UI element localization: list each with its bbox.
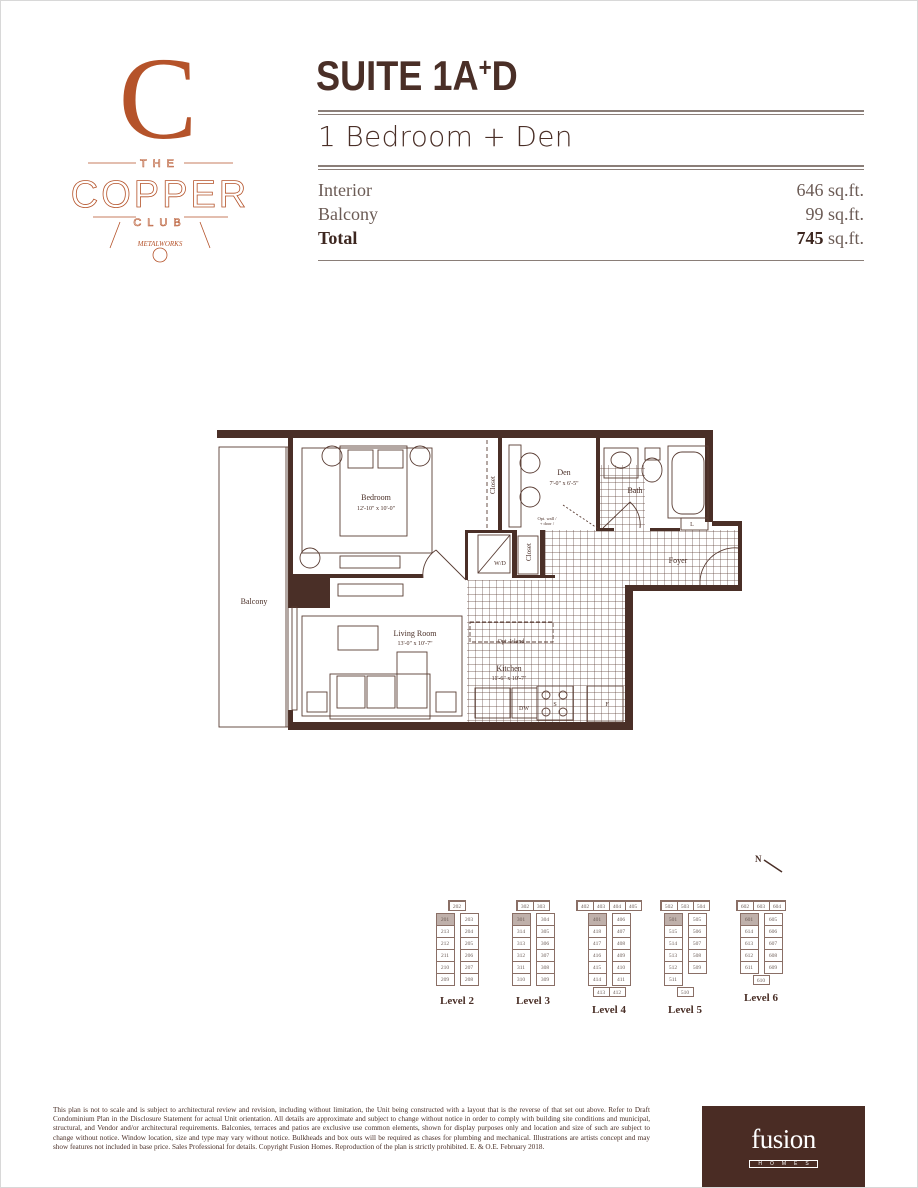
copper-club-logo: C THE COPPER CLUB METALWORKS — [70, 50, 249, 263]
opt-wall-label: Opt. wall / — [537, 516, 557, 521]
developer-name: fusion — [751, 1124, 816, 1154]
keyplan-unit: 208 — [459, 972, 479, 986]
divider — [318, 165, 864, 170]
floor-plan: Bedroom 12'-10" x 10'-0" Den 7'-0" x 6'-… — [217, 430, 742, 730]
keyplan-unit: 413 — [592, 986, 610, 997]
fusion-homes-logo: fusion HOMES — [702, 1106, 865, 1188]
room-label-foyer: Foyer — [669, 556, 688, 565]
keyplan-unit: 209 — [435, 972, 455, 986]
developer-sub: HOMES — [749, 1160, 818, 1168]
keyplan-unit: 611 — [739, 960, 759, 974]
keyplan-unit: 509 — [687, 960, 707, 974]
keyplan-unit: 402 — [576, 900, 594, 911]
keyplan-level-label: Level 3 — [516, 995, 550, 1007]
stove-label: S — [553, 702, 556, 708]
room-dim-living: 13'-0" x 10'-7" — [397, 641, 433, 647]
keyplan-unit: 510 — [676, 986, 694, 997]
keyplan-unit: 504 — [692, 900, 710, 911]
logo-club: CLUB — [133, 217, 186, 229]
keyplan-unit-highlighted: 301 — [511, 912, 531, 926]
suite-type: 1 Bedroom + Den — [318, 120, 573, 153]
dishwasher-label: DW — [519, 706, 529, 712]
logo-copper: COPPER — [71, 174, 249, 216]
fixtures — [218, 440, 739, 728]
divider — [318, 110, 864, 115]
keyplan-unit: 511 — [663, 972, 683, 986]
closet-label: Closet — [489, 476, 497, 494]
keyplan-unit: 310 — [511, 972, 531, 986]
keyplan-unit: 610 — [752, 974, 770, 985]
keyplan-unit: 603 — [752, 900, 770, 911]
room-label-bedroom: Bedroom — [361, 493, 392, 502]
room-dim-den: 7'-0" x 6'-5" — [549, 481, 579, 487]
keyplan-unit: 602 — [736, 900, 754, 911]
opt-door-label: + door / — [540, 521, 555, 526]
disclaimer: This plan is not to scale and is subject… — [53, 1106, 650, 1151]
logo-badge: METALWORKS — [137, 240, 183, 248]
room-label-den: Den — [557, 468, 570, 477]
room-label-living: Living Room — [394, 629, 438, 638]
logo-the: THE — [140, 158, 180, 170]
keyplan-unit: 404 — [608, 900, 626, 911]
logo-letter: C — [119, 50, 198, 164]
keyplan-unit: 412 — [608, 986, 626, 997]
walls — [217, 430, 742, 730]
keyplan-level-label: Level 5 — [668, 1004, 702, 1016]
wd-label: W/D — [494, 561, 506, 567]
north-arrow: N — [755, 854, 783, 873]
room-label-balcony: Balcony — [241, 597, 268, 606]
keyplan-unit: 503 — [676, 900, 694, 911]
keyplan-level-label: Level 4 — [592, 1004, 626, 1016]
divider — [318, 260, 864, 261]
keyplan-unit-highlighted: 601 — [739, 912, 759, 926]
keyplan-unit: 604 — [768, 900, 786, 911]
keyplan-level-label: Level 2 — [440, 995, 474, 1007]
keyplan-unit: 405 — [624, 900, 642, 911]
keyplan-unit: 303 — [532, 900, 550, 911]
room-dim-kitchen: 11'-6" x 10'-7" — [492, 676, 527, 682]
keyplan-unit-highlighted: 401 — [587, 912, 607, 926]
suite-title: SUITE 1A+D — [316, 52, 518, 99]
room-label-kitchen: Kitchen — [496, 664, 521, 673]
keyplan-unit: 411 — [611, 972, 631, 986]
keyplan-unit: 309 — [535, 972, 555, 986]
tile-floor — [467, 465, 740, 725]
keyplan-unit: 202 — [448, 900, 466, 911]
island-label: Opt. Island — [498, 639, 525, 645]
linen-label: L — [690, 522, 694, 528]
north-label: N — [755, 854, 762, 864]
keyplan-unit: 403 — [592, 900, 610, 911]
closet-label: Closet — [525, 543, 533, 561]
keyplan-unit: 502 — [660, 900, 678, 911]
room-dim-bedroom: 12'-10" x 10'-0" — [357, 506, 396, 512]
room-label-bath: Bath — [627, 486, 642, 495]
keyplan-level-label: Level 6 — [744, 992, 778, 1004]
fridge-label: F — [605, 702, 609, 708]
keyplan-unit: 609 — [763, 960, 783, 974]
keyplan-unit: 414 — [587, 972, 607, 986]
keyplan-unit: 302 — [516, 900, 534, 911]
